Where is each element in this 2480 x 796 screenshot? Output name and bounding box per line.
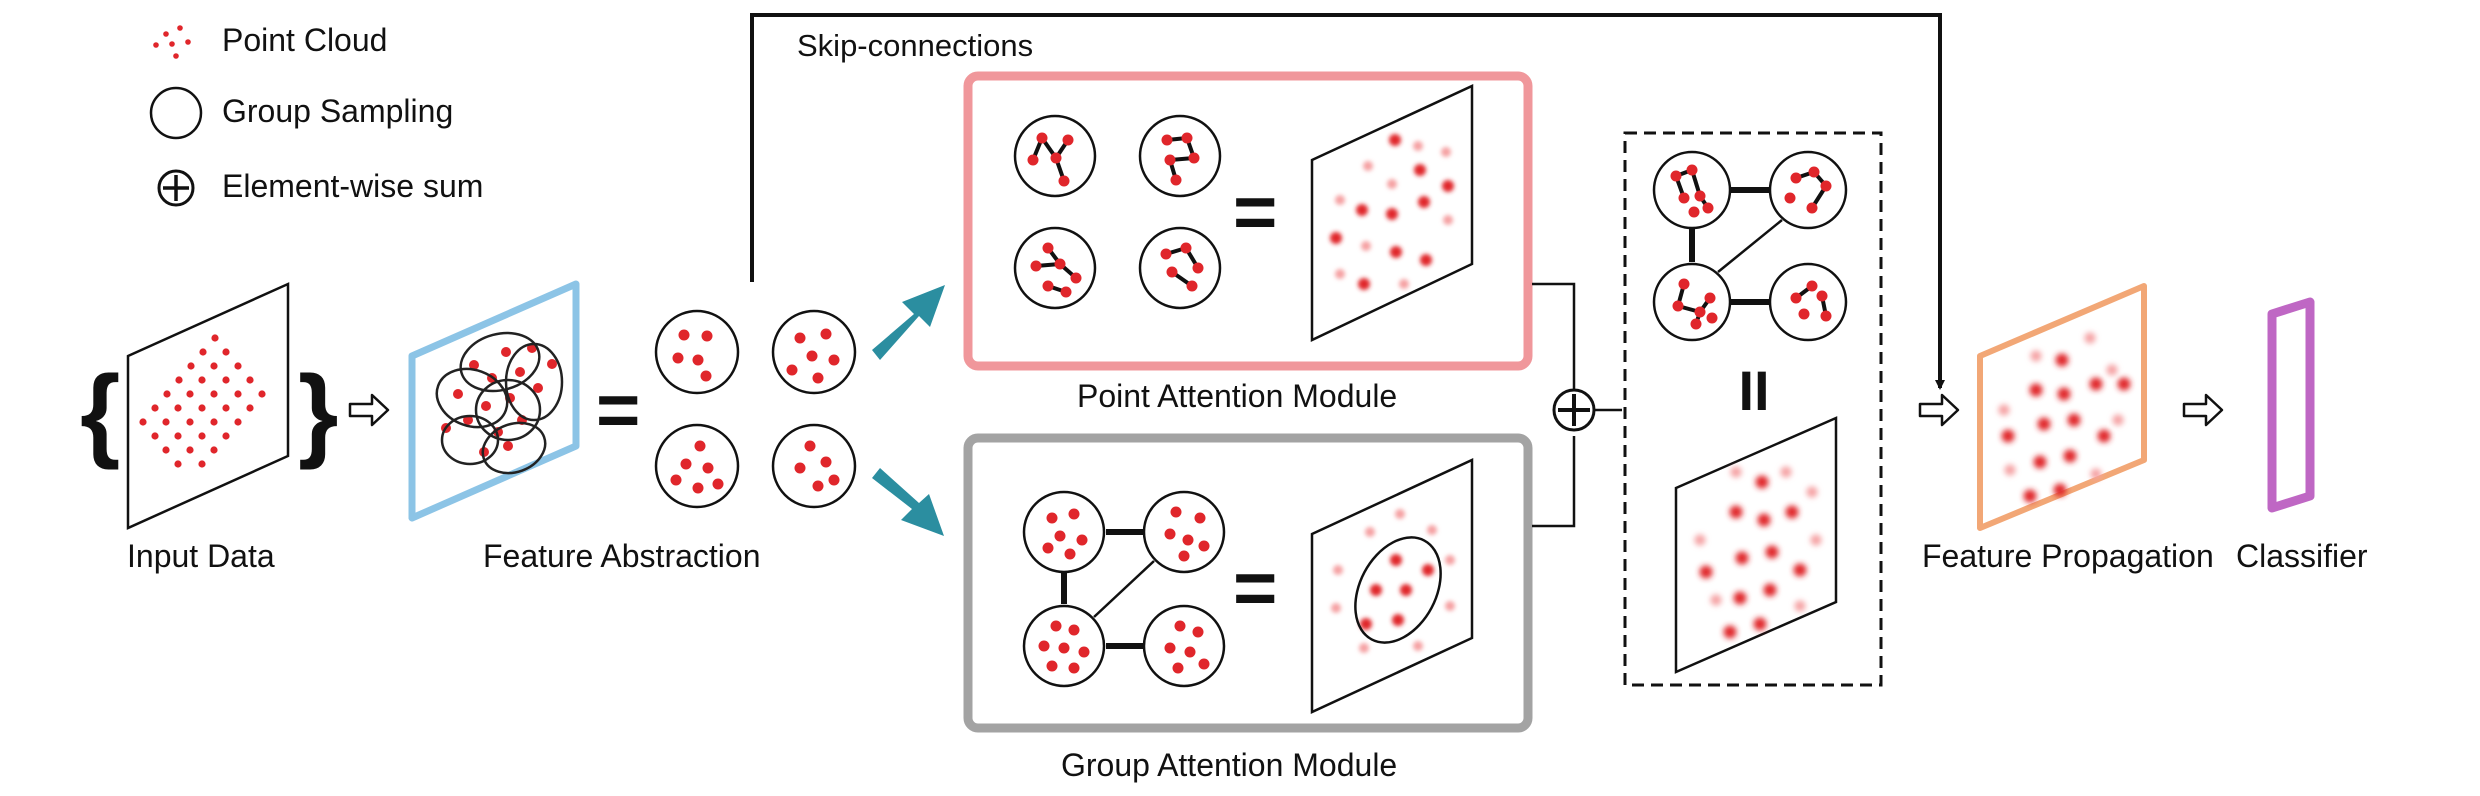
skip-connections-label: Skip-connections (797, 28, 1033, 63)
module-connectors (1532, 282, 1622, 528)
group-attention-equals-sign: = (1233, 546, 1277, 631)
point-attention-module: = (963, 71, 1533, 371)
input-data-label: Input Data (127, 538, 275, 574)
fused-vertical-equals-sign: II (1738, 359, 1769, 422)
fused-attention-result: II (1623, 131, 1883, 687)
sampled-groups (654, 309, 857, 509)
hollow-arrow-icon (1918, 393, 1960, 427)
element-wise-sum-icon (157, 169, 195, 207)
feature-propagation (1977, 283, 2147, 531)
legend-group-sampling-label: Group Sampling (222, 93, 453, 129)
input-data: { } (80, 282, 338, 530)
fused-result-box (1623, 131, 1883, 687)
element-wise-sum-icon (1552, 388, 1596, 432)
feature-propagation-label: Feature Propagation (1922, 538, 2214, 574)
legend-element-wise-sum-label: Element-wise sum (222, 168, 483, 204)
propagation-plane (1977, 283, 2147, 531)
input-point-cloud (139, 334, 266, 468)
teal-arrow-icon (872, 285, 945, 536)
point-attention-module-label: Point Attention Module (1077, 378, 1397, 414)
input-brace-close: } (298, 355, 338, 471)
classifier (2267, 297, 2315, 513)
legend: Point Cloud Group Sampling Element-wise … (149, 22, 483, 207)
classifier-bar (2267, 297, 2315, 513)
group-attention-module-label: Group Attention Module (1061, 747, 1397, 783)
point-cloud-icon (153, 25, 191, 59)
skip-connection-line (750, 13, 1945, 390)
input-plane (126, 282, 290, 530)
group-sampling-icon (149, 86, 203, 140)
feature-abstraction-label: Feature Abstraction (483, 538, 760, 574)
group-attention-highlight-group (1354, 536, 1442, 644)
hollow-arrow-icon (348, 393, 390, 427)
group-attention-module: = (963, 433, 1533, 733)
input-brace-open: { (80, 355, 120, 471)
abstraction-sampling-groups (435, 331, 564, 475)
feature-abstraction (408, 280, 580, 522)
point-attention-equals-sign: = (1233, 170, 1277, 255)
legend-point-cloud-label: Point Cloud (222, 22, 387, 58)
classifier-label: Classifier (2236, 538, 2368, 574)
hollow-arrow-icon (2182, 393, 2224, 427)
abstraction-plane (408, 280, 580, 522)
abstraction-equals-sign: = (596, 368, 640, 453)
group-attention-plane (1310, 458, 1474, 714)
